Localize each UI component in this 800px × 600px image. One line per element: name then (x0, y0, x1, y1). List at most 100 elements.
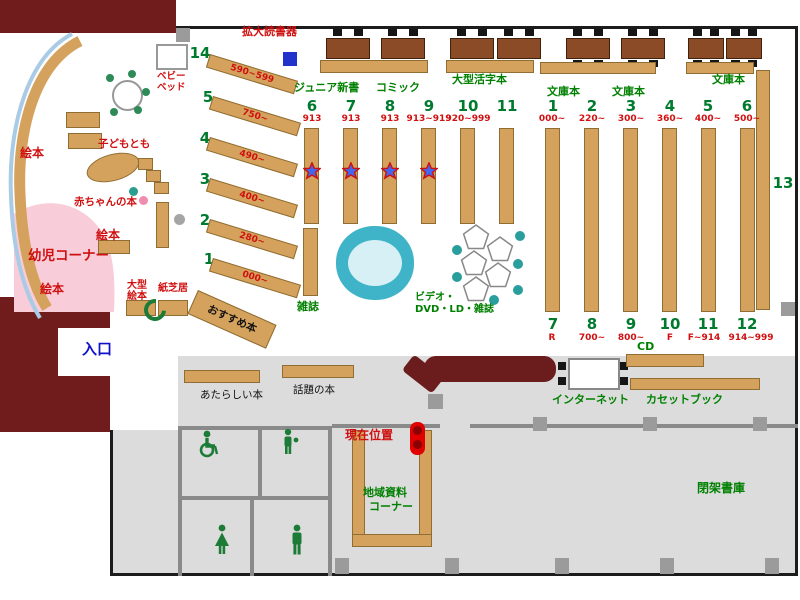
shelf-number: 9 (625, 315, 637, 333)
small-shelf (156, 202, 169, 248)
local-docs-label: コーナー (369, 500, 413, 513)
shelf-range: 913 (380, 114, 400, 124)
baby-books-label: 赤ちゃんの本 (74, 196, 137, 208)
shelf-range: 360~ (656, 114, 684, 124)
round-table (112, 80, 143, 111)
shelf-number: 1 (203, 250, 215, 268)
long-wall (332, 424, 440, 428)
magazine-shelf (303, 228, 318, 296)
internet-table (558, 358, 628, 390)
room-wall (250, 496, 254, 576)
top-shelf-bar (540, 62, 656, 74)
local-docs-label: 地域資料 (363, 486, 407, 499)
wall-left-lower (110, 430, 113, 576)
entrance-gap (58, 328, 110, 376)
picture-book-shelf-small (98, 240, 130, 254)
infant-corner-label: 幼児コーナー (28, 248, 109, 264)
children-area-curve (8, 32, 115, 320)
book-shelf-column (460, 128, 475, 224)
book-shelf-column (740, 128, 755, 312)
dark-red-top-bar (0, 0, 176, 33)
wheelchair-icon (199, 430, 219, 458)
comic-label: コミック (376, 81, 420, 94)
shelf-number: 6 (306, 97, 318, 115)
room-wall (178, 426, 182, 576)
diagonal-shelf: 490~ (205, 137, 298, 178)
pillar (335, 558, 349, 574)
shelf-number: 5 (702, 97, 714, 115)
room-wall (178, 496, 332, 500)
chair-dot (128, 70, 136, 78)
shelf-number: 4 (199, 129, 211, 147)
shelf-number: 5 (202, 88, 214, 106)
shelf-number: 12 (736, 315, 758, 333)
top-shelf-bar (686, 62, 754, 74)
reading-table (566, 29, 610, 67)
picture-books-label: 絵本 (96, 228, 121, 242)
book-shelf-column (584, 128, 599, 312)
topic-books-shelf (282, 365, 354, 378)
kamishibai-label: 紙芝居 (158, 283, 188, 294)
pillar (533, 417, 547, 431)
pink-stool (139, 196, 148, 205)
entrance-label: 入口 (82, 340, 113, 358)
video-label: DVD・LD・雑誌 (415, 304, 495, 315)
pillar (643, 417, 657, 431)
step-block (146, 170, 161, 182)
reading-table (621, 29, 665, 67)
diagonal-shelf: 000~ (208, 258, 301, 299)
shelf-range: 913 (302, 114, 322, 124)
shelf-number-13: 13 (772, 174, 794, 192)
diagonal-shelf: 400~ (205, 178, 298, 219)
shelf-number: 9 (423, 97, 435, 115)
room-wall (258, 426, 262, 500)
large-print-label: 大型活字本 (452, 73, 507, 86)
kids-table (68, 133, 102, 149)
room-wall (178, 426, 332, 430)
pillar (781, 302, 795, 316)
magazine-label: 雑誌 (297, 300, 319, 313)
cyan-seat-inner (348, 240, 402, 286)
reading-table (326, 29, 370, 67)
bunko-label: 文庫本 (712, 73, 745, 86)
kamishibai-shelf (158, 300, 188, 316)
shelf-range: 500~ (733, 114, 761, 124)
shelf-number: 2 (199, 211, 211, 229)
shelf-range: F (666, 333, 674, 343)
local-docs-shelf (352, 534, 432, 547)
shelf-range: 913 (341, 114, 361, 124)
reading-table (497, 29, 541, 67)
step-block (154, 182, 169, 194)
shelf-range: F~914 (687, 333, 721, 343)
book-shelf-column (662, 128, 677, 312)
star-icon (381, 162, 399, 180)
shelf-range: 800~ (617, 333, 645, 343)
large-picture-book-shelf (126, 300, 156, 316)
baby-bed-label: ベッド (157, 82, 186, 93)
chair-dot (142, 88, 150, 96)
shelf-range: 914~999 (728, 333, 774, 343)
magnifier-device-icon (283, 52, 297, 66)
top-shelf-bar (446, 60, 534, 73)
shelf-range: 920~999 (445, 114, 491, 124)
baby-room-icon (284, 428, 299, 454)
chair-dot (134, 106, 142, 114)
shelf-range: 913~919 (406, 114, 452, 124)
chair-dot (110, 108, 118, 116)
cassette-label: カセットブック (646, 393, 723, 406)
service-counter (424, 356, 556, 382)
shelf-range: R (548, 333, 556, 343)
current-position-label: 現在位置 (345, 428, 394, 442)
shelf-number: 14 (189, 44, 211, 62)
reading-table (381, 29, 425, 67)
bunko-label: 文庫本 (547, 85, 580, 98)
shelf-range: 700~ (578, 333, 606, 343)
reading-table (688, 29, 724, 67)
shelf-range: 220~ (578, 114, 606, 124)
star-icon (303, 162, 321, 180)
shelf-number: 1 (547, 97, 559, 115)
book-shelf-column (623, 128, 638, 312)
shelf-number: 11 (496, 97, 518, 115)
topic-books-label: 話題の本 (293, 384, 335, 396)
